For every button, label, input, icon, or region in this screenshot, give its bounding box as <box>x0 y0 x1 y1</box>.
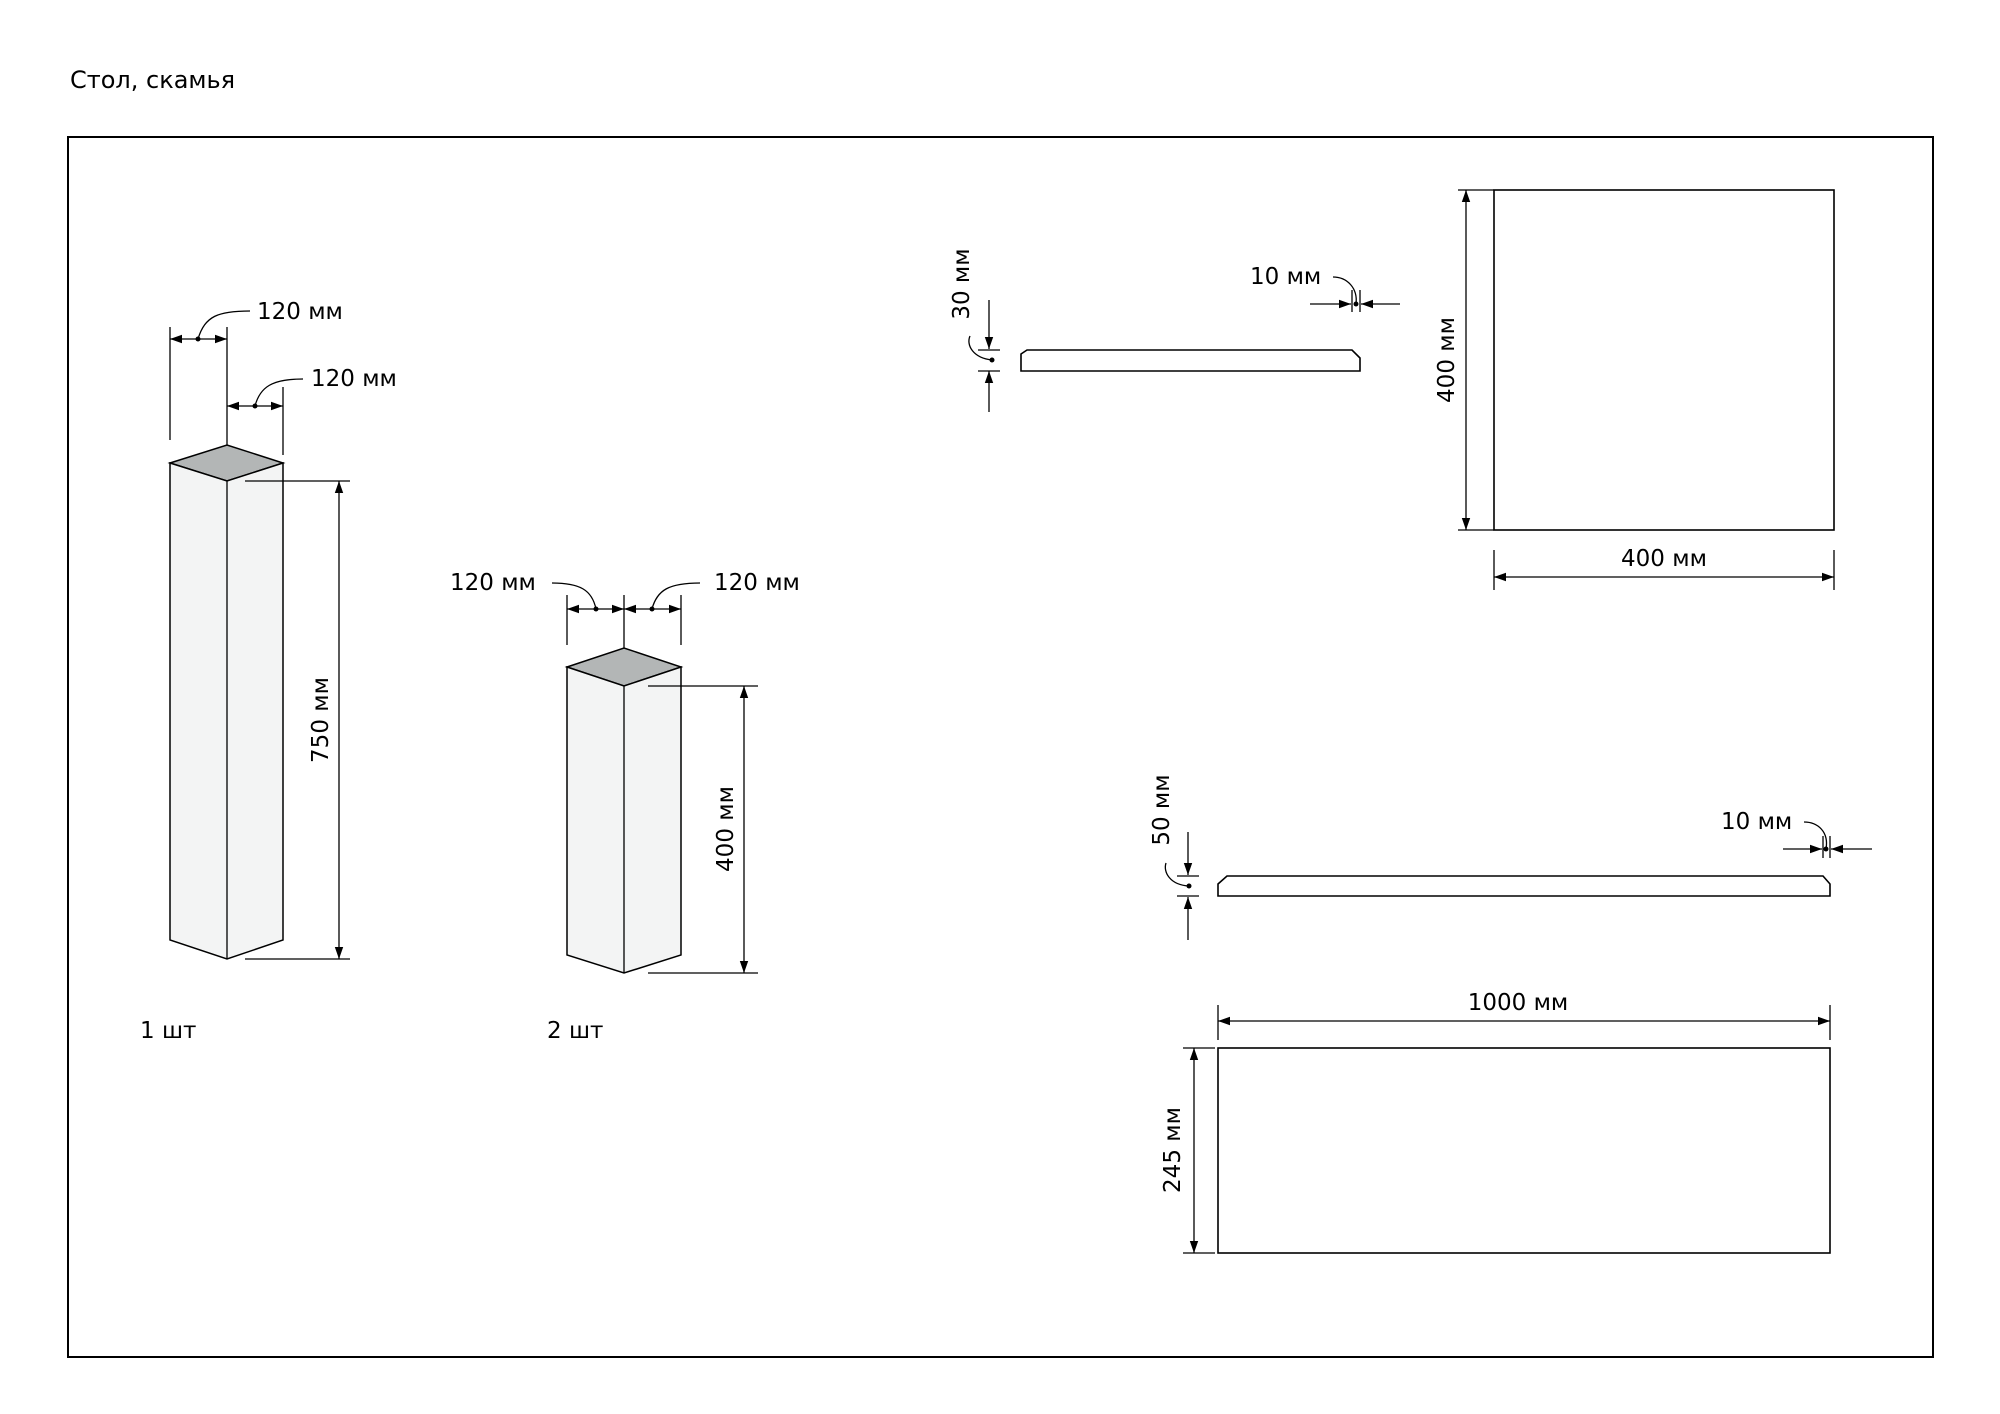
sheet-frame <box>67 136 1934 1358</box>
tabletop-side-profile <box>1020 349 1361 372</box>
tabletop-chamfer-label: 10 мм <box>1250 264 1321 290</box>
post-tall-height-label: 750 мм <box>308 677 334 763</box>
tabletop-square: 30 мм 10 мм 400 мм 400 мм <box>949 189 1835 590</box>
tabletop-plan-view <box>1493 189 1835 531</box>
tabletop-width-label: 400 мм <box>1621 546 1707 572</box>
tabletop-height-label: 400 мм <box>1434 317 1460 403</box>
bench-thickness-label: 50 мм <box>1149 774 1175 845</box>
bench-chamfer-label: 10 мм <box>1721 809 1792 835</box>
post-short-quantity: 2 шт <box>547 1018 603 1044</box>
post-tall: 120 мм 120 мм 750 мм 1 шт <box>140 299 397 1044</box>
post-tall-quantity: 1 шт <box>140 1018 196 1044</box>
post-short-width-label-2: 120 мм <box>714 570 800 596</box>
post-tall-width-label-2: 120 мм <box>311 366 397 392</box>
bench-width-label: 245 мм <box>1160 1107 1186 1193</box>
page-title: Стол, скамья <box>70 66 236 94</box>
post-tall-width-label-1: 120 мм <box>257 299 343 325</box>
bench-plan-view <box>1217 1047 1831 1254</box>
tabletop-thickness-label: 30 мм <box>949 248 975 319</box>
post-short: 120 мм 120 мм 400 мм 2 шт <box>450 570 800 1044</box>
post-short-height-label: 400 мм <box>713 786 739 872</box>
bench-length-label: 1000 мм <box>1468 990 1569 1016</box>
bench-side-profile <box>1217 875 1831 897</box>
post-short-width-label-1: 120 мм <box>450 570 536 596</box>
bench-board: 50 мм 10 мм 1000 мм 245 мм <box>1149 774 1872 1254</box>
